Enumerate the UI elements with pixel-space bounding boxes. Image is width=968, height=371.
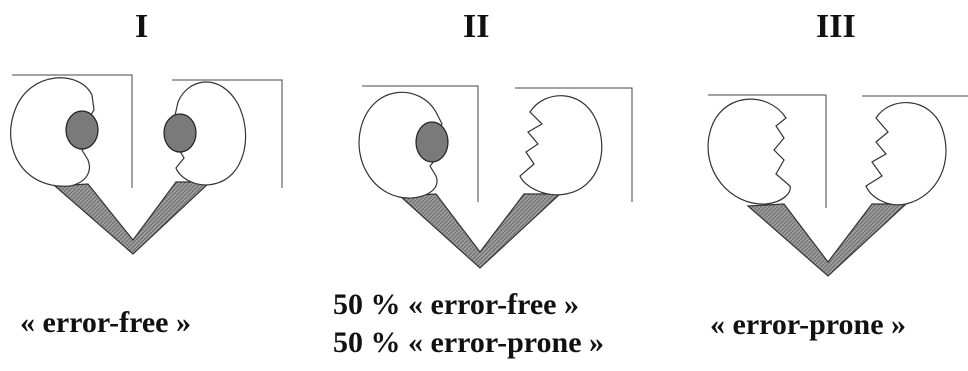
panel-1-chevron xyxy=(53,181,212,255)
panel-1-numeral: I xyxy=(135,8,149,45)
panel-2-numeral: II xyxy=(463,8,490,45)
panel-2-left-lobe xyxy=(358,91,443,199)
panel-1-left-bracket-line xyxy=(12,74,133,188)
panel-2-left-bracket-line xyxy=(362,85,479,202)
panel-3-right-lobe-notched xyxy=(865,101,947,206)
panel-2-right-lobe-notched xyxy=(519,95,603,196)
panel-2-right-bracket-line xyxy=(515,87,633,202)
panel-1-left-lobe xyxy=(10,77,95,187)
panel-3-caption: « error-prone » xyxy=(710,308,907,341)
panel-3-numeral: III xyxy=(816,8,856,45)
panel-2-chevron xyxy=(398,193,562,269)
panel-2-caption-line-2: 50 % « error-prone » xyxy=(333,326,605,359)
panel-1-right-lobe xyxy=(173,81,247,186)
panel-1-figure xyxy=(10,74,283,255)
panel-1-right-dot xyxy=(163,113,197,153)
panel-3-left-bracket-line xyxy=(708,94,827,208)
panel-3-figure xyxy=(707,94,968,277)
panel-2-caption-line-1: 50 % « error-free » xyxy=(333,288,579,321)
panel-1-caption: « error-free » xyxy=(20,306,191,339)
panel-3-chevron xyxy=(746,203,908,277)
panel-3-left-lobe-notched xyxy=(707,98,791,205)
panel-1-left-dot xyxy=(65,110,99,150)
panel-2-left-dot xyxy=(415,121,449,163)
panel-1-right-bracket-line xyxy=(172,79,283,188)
panel-2-figure xyxy=(358,85,633,269)
